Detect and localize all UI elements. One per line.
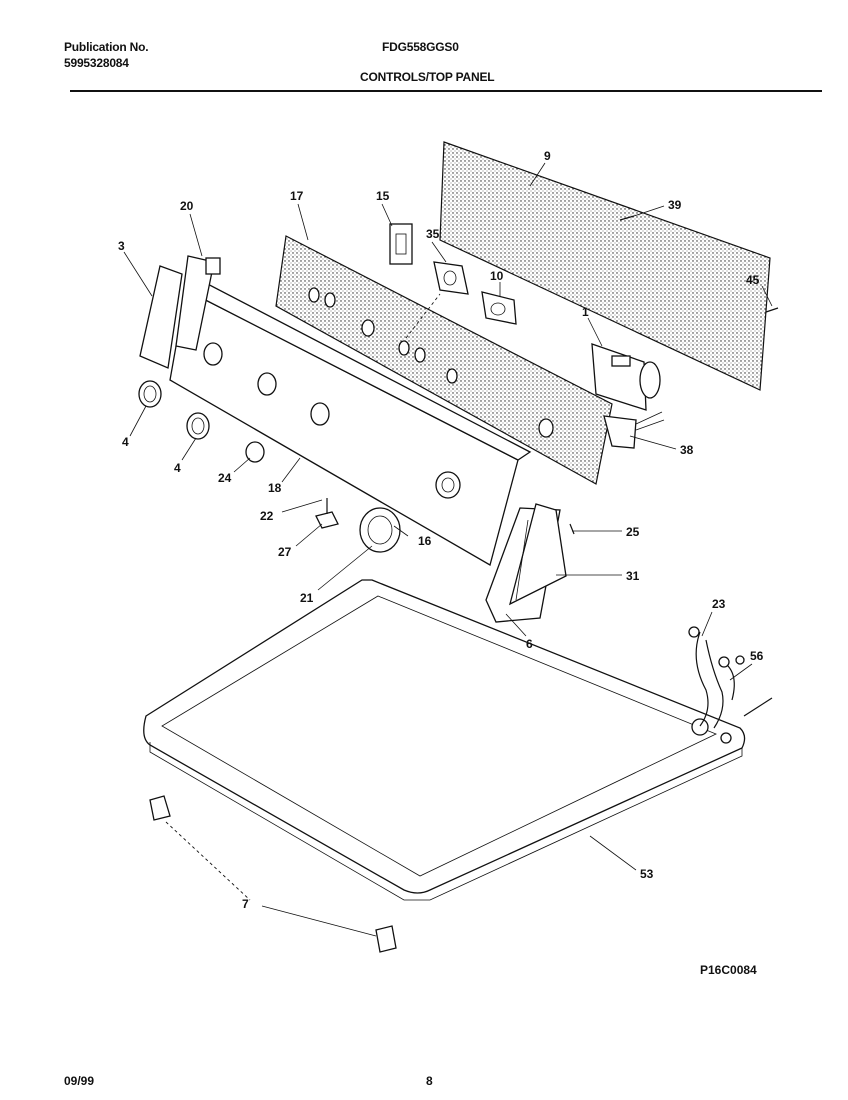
wiring-harness-part <box>688 626 773 729</box>
callout-17: 17 <box>290 189 304 203</box>
publication-label: Publication No. <box>64 40 149 54</box>
callout-25: 25 <box>626 525 640 539</box>
screw-parts <box>569 215 779 535</box>
callout-4-a: 4 <box>122 435 129 449</box>
callout-38: 38 <box>680 443 694 457</box>
control-panel-front-part <box>169 279 532 566</box>
callout-16: 16 <box>418 534 432 548</box>
callout-45: 45 <box>746 273 760 287</box>
callout-23: 23 <box>712 597 726 611</box>
header-rule <box>70 90 822 92</box>
callout-31: 31 <box>626 569 640 583</box>
callout-1: 1 <box>582 305 589 319</box>
callout-21: 21 <box>300 591 314 605</box>
callout-4-b: 4 <box>174 461 181 475</box>
knob-parts <box>138 380 401 553</box>
right-end-cap-part <box>485 503 567 623</box>
callout-24: 24 <box>218 471 232 485</box>
model-number: FDG558GGS0 <box>382 40 459 54</box>
callout-7: 7 <box>242 897 249 911</box>
callout-20: 20 <box>180 199 194 213</box>
callout-53: 53 <box>640 867 654 881</box>
callout-22: 22 <box>260 509 274 523</box>
callout-6: 6 <box>526 637 533 651</box>
footer-date: 09/99 <box>64 1074 95 1088</box>
bracket-part <box>603 411 665 449</box>
section-title: CONTROLS/TOP PANEL <box>360 70 495 84</box>
clip-parts <box>149 795 397 953</box>
callout-9: 9 <box>544 149 551 163</box>
callout-10: 10 <box>490 269 504 283</box>
figure-id: P16C0084 <box>700 963 757 977</box>
callout-18: 18 <box>268 481 282 495</box>
callout-27: 27 <box>278 545 292 559</box>
callout-labels: 9 39 45 1 10 35 15 17 20 3 4 4 24 18 22 … <box>118 149 764 911</box>
left-end-cap-part <box>139 255 221 369</box>
rear-panel-part <box>439 141 771 391</box>
timer-part <box>591 343 661 411</box>
page-number: 8 <box>426 1074 433 1088</box>
control-panel-back-part <box>275 235 613 485</box>
callout-35: 35 <box>426 227 440 241</box>
top-panel-part <box>143 579 746 901</box>
callout-39: 39 <box>668 198 682 212</box>
publication-number: 5995328084 <box>64 56 129 70</box>
switch-parts <box>389 223 517 325</box>
callout-56: 56 <box>750 649 764 663</box>
callout-3: 3 <box>118 239 125 253</box>
leader-lines <box>123 162 773 937</box>
callout-15: 15 <box>376 189 390 203</box>
